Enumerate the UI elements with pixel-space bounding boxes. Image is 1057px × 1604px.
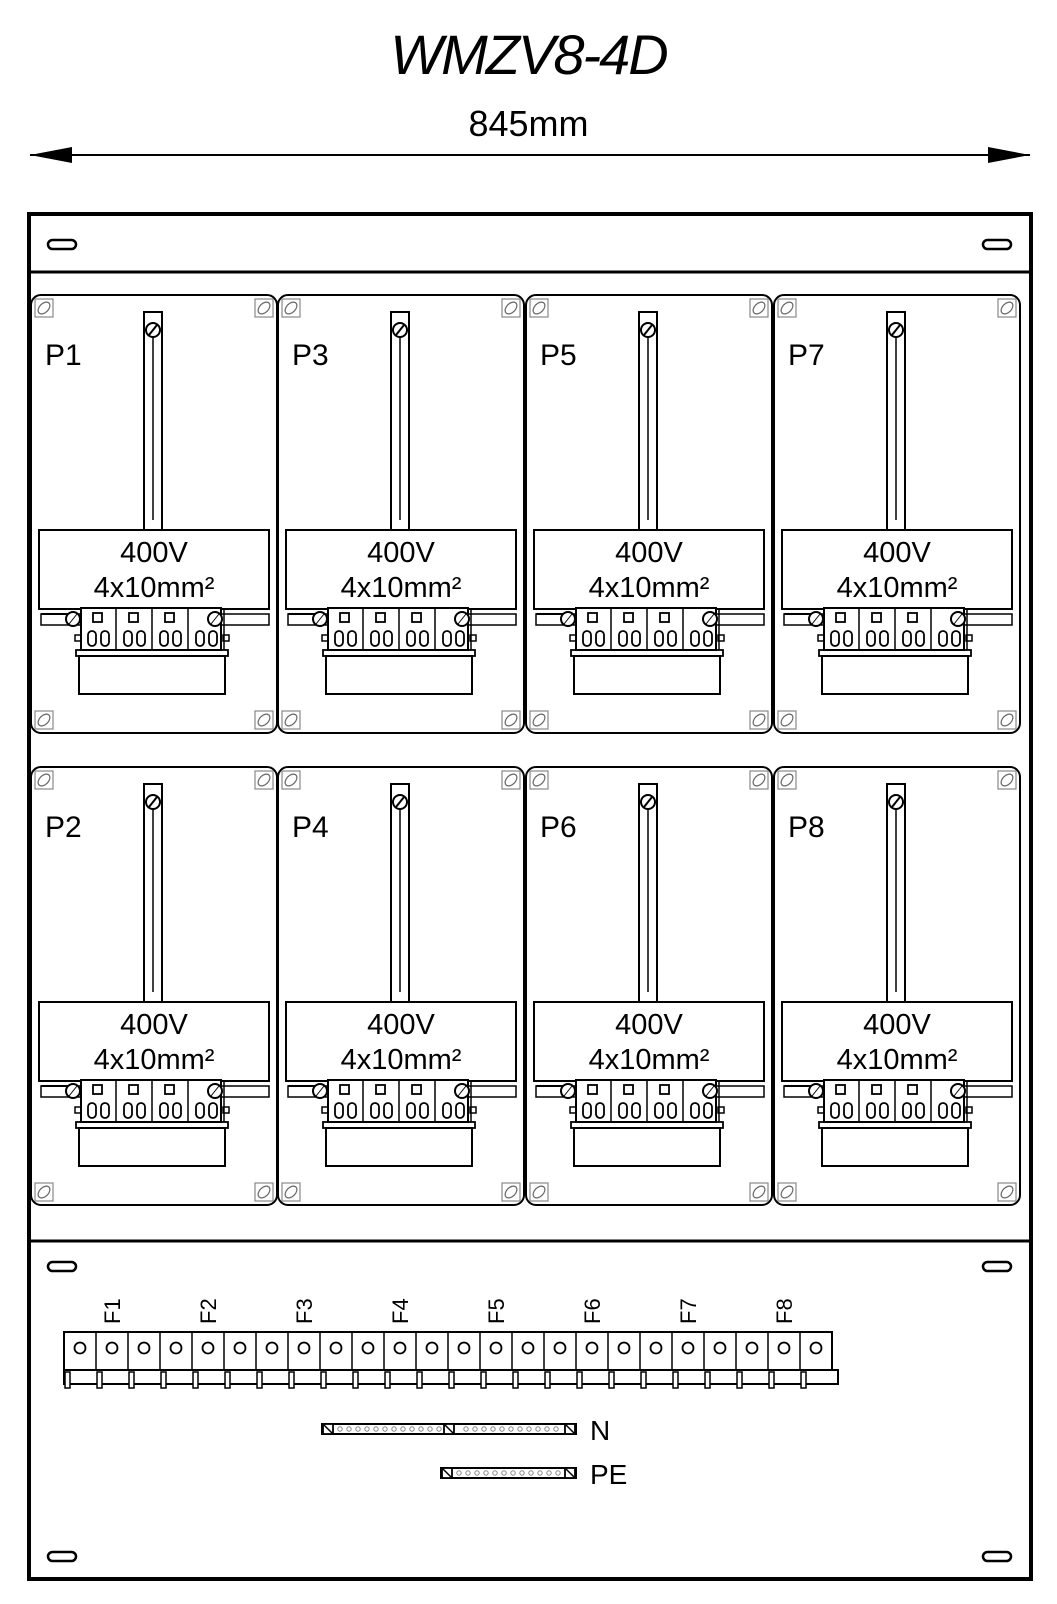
rating-box — [285, 529, 517, 610]
rating-box — [38, 1001, 270, 1082]
mounting-slots — [46, 238, 1013, 1563]
fuse-label: F4 — [388, 1298, 413, 1324]
fuse-label: F7 — [676, 1298, 701, 1324]
fuse-label: F3 — [292, 1298, 317, 1324]
fuse-label: F5 — [484, 1298, 509, 1324]
width-dimension-label: 845mm — [468, 103, 589, 144]
field-label: P6 — [540, 811, 577, 844]
terminal-block — [535, 607, 765, 695]
voltage-rating: 400V — [367, 1009, 435, 1041]
diagram-title: WMZV8-4D — [390, 23, 668, 86]
cable-rating: 4x10mm² — [837, 572, 958, 604]
cable-rating: 4x10mm² — [589, 1044, 710, 1076]
support-rail — [143, 311, 163, 531]
support-rail — [886, 311, 906, 531]
earth-busbar — [440, 1467, 577, 1479]
neutral-busbar — [321, 1423, 577, 1435]
field-label: P4 — [292, 811, 329, 844]
fuse-label: F1 — [100, 1298, 125, 1324]
support-rail — [143, 783, 163, 1003]
field-label: P7 — [788, 339, 825, 372]
fuse-label: F8 — [772, 1298, 797, 1324]
width-dimension-arrow — [30, 147, 1030, 163]
cabinet-frame — [27, 212, 1033, 1581]
voltage-rating: 400V — [120, 1009, 188, 1041]
fuse-label: F6 — [580, 1298, 605, 1324]
voltage-rating: 400V — [863, 537, 931, 569]
terminal-block — [783, 607, 1013, 695]
field-label: P3 — [292, 339, 329, 372]
voltage-rating: 400V — [863, 1009, 931, 1041]
voltage-rating: 400V — [367, 537, 435, 569]
fuse-label: F2 — [196, 1298, 221, 1324]
terminal-block — [40, 607, 270, 695]
terminal-block — [783, 1079, 1013, 1167]
voltage-rating: 400V — [615, 537, 683, 569]
cable-rating: 4x10mm² — [837, 1044, 958, 1076]
rating-box — [781, 1001, 1013, 1082]
field-label: P8 — [788, 811, 825, 844]
earth-busbar-label: PE — [590, 1459, 627, 1490]
support-rail — [638, 311, 658, 531]
terminal-strip — [63, 1331, 839, 1389]
cable-rating: 4x10mm² — [589, 572, 710, 604]
rating-box — [533, 1001, 765, 1082]
neutral-busbar-label: N — [590, 1415, 610, 1446]
voltage-rating: 400V — [120, 537, 188, 569]
cable-rating: 4x10mm² — [341, 1044, 462, 1076]
field-label: P5 — [540, 339, 577, 372]
support-rail — [390, 311, 410, 531]
support-rail — [638, 783, 658, 1003]
cable-rating: 4x10mm² — [341, 572, 462, 604]
terminal-block — [287, 607, 517, 695]
terminal-block — [287, 1079, 517, 1167]
field-label: P2 — [45, 811, 82, 844]
cable-rating: 4x10mm² — [94, 572, 215, 604]
rating-box — [533, 529, 765, 610]
rating-box — [781, 529, 1013, 610]
field-label: P1 — [45, 339, 82, 372]
terminal-block — [40, 1079, 270, 1167]
cable-rating: 4x10mm² — [94, 1044, 215, 1076]
terminal-block — [535, 1079, 765, 1167]
support-rail — [886, 783, 906, 1003]
support-rail — [390, 783, 410, 1003]
voltage-rating: 400V — [615, 1009, 683, 1041]
